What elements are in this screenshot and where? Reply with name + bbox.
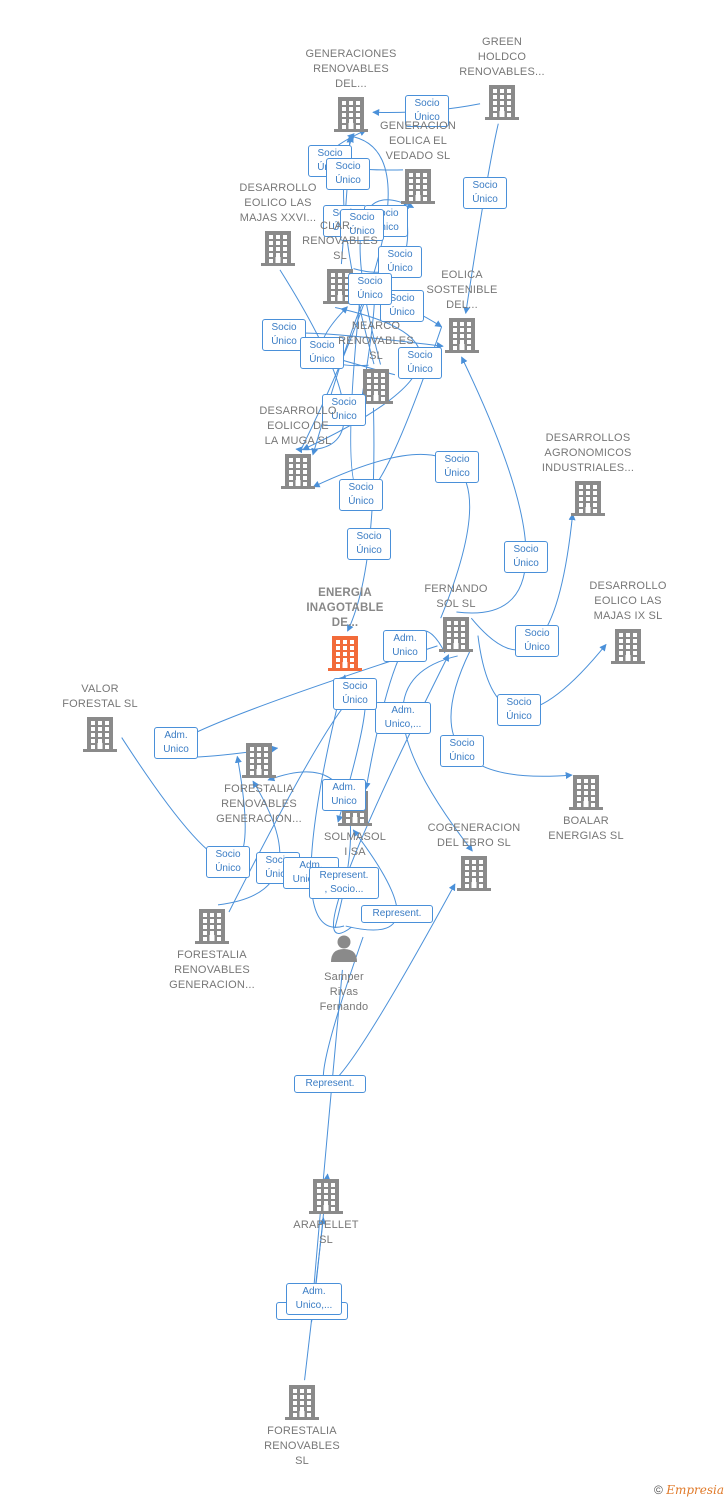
building-icon-muga[interactable] <box>281 454 315 489</box>
edge-label[interactable]: Socio Único <box>322 394 366 426</box>
building-icon-nearco[interactable] <box>359 369 393 404</box>
building-icon-majasxxvi[interactable] <box>261 231 295 266</box>
edge-label[interactable]: Adm. Unico <box>383 630 427 662</box>
edge-label[interactable]: Socio Único <box>463 177 507 209</box>
edge-label[interactable]: Socio Único <box>398 347 442 379</box>
edge-label[interactable]: Socio Único <box>206 846 250 878</box>
building-icon-eolica_sost[interactable] <box>445 318 479 353</box>
building-icon-vedado[interactable] <box>401 169 435 204</box>
building-icon-green[interactable] <box>485 85 519 120</box>
building-icon-boalar[interactable] <box>569 775 603 810</box>
edge-label[interactable]: Socio Único <box>333 678 377 710</box>
building-icon-energia[interactable] <box>328 636 362 671</box>
building-icon-arapellet[interactable] <box>309 1179 343 1214</box>
edge-label[interactable]: Socio Único <box>504 541 548 573</box>
edge-label[interactable]: Socio Único <box>497 694 541 726</box>
copyright-symbol: © <box>654 1483 663 1497</box>
edge-label[interactable]: Socio Único <box>405 95 449 127</box>
edge-label[interactable]: Represent. <box>294 1075 366 1093</box>
building-icon-generaciones[interactable] <box>334 97 368 132</box>
building-icon-valor[interactable] <box>83 717 117 752</box>
building-icon-forestalia_gen2[interactable] <box>195 909 229 944</box>
edge-label[interactable]: Socio Único <box>300 337 344 369</box>
edge-label[interactable]: Adm. Unico,... <box>375 702 431 734</box>
edge-label[interactable]: Represent. , Socio... <box>309 867 379 899</box>
building-icon-cogeneracion[interactable] <box>457 856 491 891</box>
edge-label[interactable]: Socio Único <box>262 319 306 351</box>
edge-label[interactable]: Adm. Unico,... <box>286 1283 342 1315</box>
edge-label[interactable]: Socio Único <box>347 528 391 560</box>
edge-label[interactable]: Socio Único <box>339 479 383 511</box>
person-icon-samper[interactable] <box>331 935 357 963</box>
building-icon-forestalia_gen1[interactable] <box>242 743 276 778</box>
edge-label[interactable]: Adm. Unico <box>322 779 366 811</box>
edge-samper-to-arapellet <box>310 969 343 1323</box>
footer-brand[interactable]: © Empresia <box>654 1483 724 1497</box>
building-icon-agronomicos[interactable] <box>571 481 605 516</box>
edge-label[interactable]: Adm. Unico <box>154 727 198 759</box>
edge-label[interactable]: Socio Único <box>378 246 422 278</box>
empresia-logo: Empresia <box>666 1483 724 1497</box>
edge-label[interactable]: Socio Único <box>515 625 559 657</box>
edge-label[interactable]: Socio Único <box>435 451 479 483</box>
edge-label[interactable]: Socio Único <box>326 158 370 190</box>
edge-label[interactable]: Socio Único <box>348 273 392 305</box>
building-icon-majasix[interactable] <box>611 629 645 664</box>
edge-label[interactable]: Socio Único <box>440 735 484 767</box>
building-icon-fernando_sol[interactable] <box>439 617 473 652</box>
edge-label[interactable]: Socio Único <box>340 209 384 241</box>
building-icon-forestalia_sl[interactable] <box>285 1385 319 1420</box>
edge-label[interactable]: Represent. <box>361 905 433 923</box>
